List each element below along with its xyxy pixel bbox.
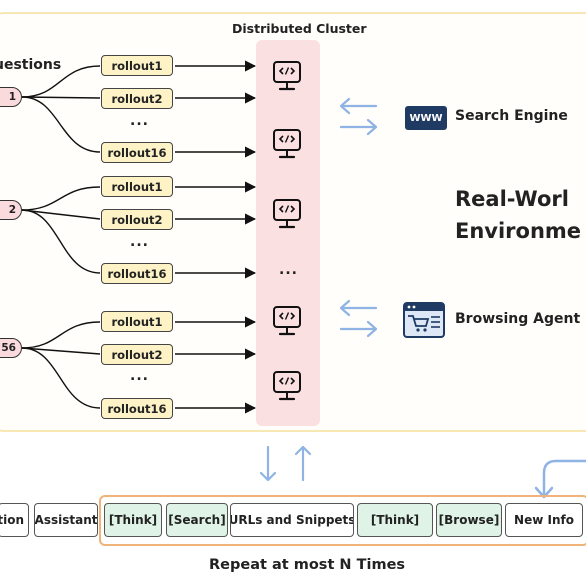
sequence-item-think: [Think]	[104, 503, 162, 537]
rollout-ellipsis: ...	[130, 234, 149, 250]
cluster-title: Distributed Cluster	[232, 21, 367, 36]
loop-back-arrow	[534, 459, 586, 499]
vertical-arrows	[259, 445, 312, 482]
question-pill-1: 1	[0, 87, 22, 107]
repeat-frame	[99, 495, 586, 546]
search-engine-label: Search Engine	[455, 108, 568, 124]
monitor-icon	[272, 305, 302, 336]
environment-title-line1: Real-Worl	[455, 187, 569, 211]
rollout-ellipsis: ...	[130, 368, 149, 384]
questions-title: uestions	[0, 57, 62, 73]
question-label: 1	[8, 91, 16, 103]
question-pill-56: 56	[0, 338, 22, 358]
cluster-ellipsis: ...	[279, 262, 298, 278]
rollout-box: rollout2	[101, 88, 173, 109]
question-pill-2: 2	[0, 200, 22, 220]
question-label: 56	[1, 342, 16, 354]
monitor-icon	[272, 198, 302, 229]
monitor-icon	[272, 60, 302, 91]
monitor-icon	[272, 370, 302, 401]
repeat-label: Repeat at most N Times	[209, 557, 406, 573]
swap-arrows-browse	[339, 299, 378, 338]
rollout-box: rollout16	[101, 142, 173, 163]
fanout-group-1	[21, 65, 101, 153]
search-engine-icon: WWW	[405, 106, 447, 130]
rollout-box: rollout16	[101, 263, 173, 284]
rollout-box: rollout2	[101, 344, 173, 365]
sequence-item-new-info: New Info	[505, 503, 583, 537]
fanout-group-2	[21, 186, 101, 274]
rollout-box: rollout1	[101, 311, 173, 332]
rollout-ellipsis: ...	[130, 113, 149, 129]
cluster-column	[256, 40, 320, 426]
sequence-item-browse: [Browse]	[436, 503, 502, 537]
swap-arrows-search	[339, 97, 378, 136]
rollout-box: rollout1	[101, 55, 173, 76]
sequence-item-question: tion	[0, 503, 29, 537]
sequence-item-urls-snippets: URLs and Snippets	[230, 503, 354, 537]
browsing-agent-label: Browsing Agent	[455, 311, 581, 327]
question-label: 2	[8, 204, 16, 216]
rollout-arrows	[175, 60, 257, 414]
browsing-agent-icon	[403, 302, 445, 338]
sequence-item-think: [Think]	[357, 503, 433, 537]
sequence-item-search: [Search]	[166, 503, 228, 537]
fanout-group-3	[21, 321, 101, 409]
environment-title-line2: Environme	[455, 219, 582, 243]
monitor-icon	[272, 128, 302, 159]
sequence-item-assistant: Assistant	[34, 503, 98, 537]
rollout-box: rollout16	[101, 398, 173, 419]
environment-title: Real-Worl Environme	[455, 183, 581, 247]
rollout-box: rollout2	[101, 209, 173, 230]
rollout-box: rollout1	[101, 176, 173, 197]
